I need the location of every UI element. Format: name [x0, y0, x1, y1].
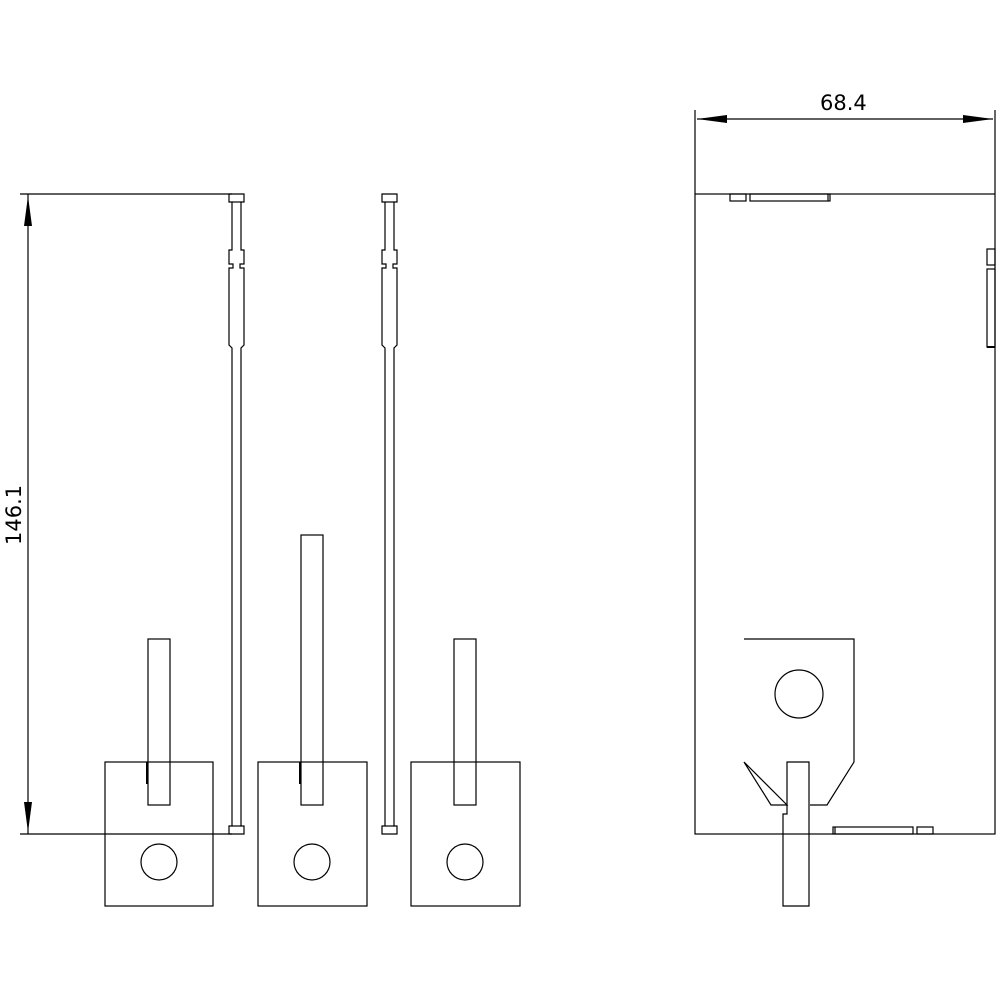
terminal-view-3 [410, 638, 521, 907]
arrow-up-icon [24, 196, 32, 226]
mounting-hole-icon [293, 843, 331, 881]
front-view-housing [694, 193, 996, 907]
width-dimension-label: 68.4 [820, 91, 867, 115]
terminal-view-2 [257, 534, 368, 907]
arrow-down-icon [24, 802, 32, 832]
mounting-hole-icon [446, 843, 484, 881]
height-dimension: 146.1 [2, 193, 232, 835]
arrow-left-icon [697, 115, 727, 123]
mounting-hole-icon [140, 843, 178, 881]
height-dimension-label: 146.1 [2, 485, 26, 545]
arrow-right-icon [963, 115, 993, 123]
side-view-left-rail [228, 193, 245, 835]
side-view-right-rail [381, 193, 398, 835]
width-dimension: 68.4 [694, 91, 996, 194]
mounting-hole-icon [774, 669, 824, 719]
terminal-view-1 [104, 638, 214, 907]
